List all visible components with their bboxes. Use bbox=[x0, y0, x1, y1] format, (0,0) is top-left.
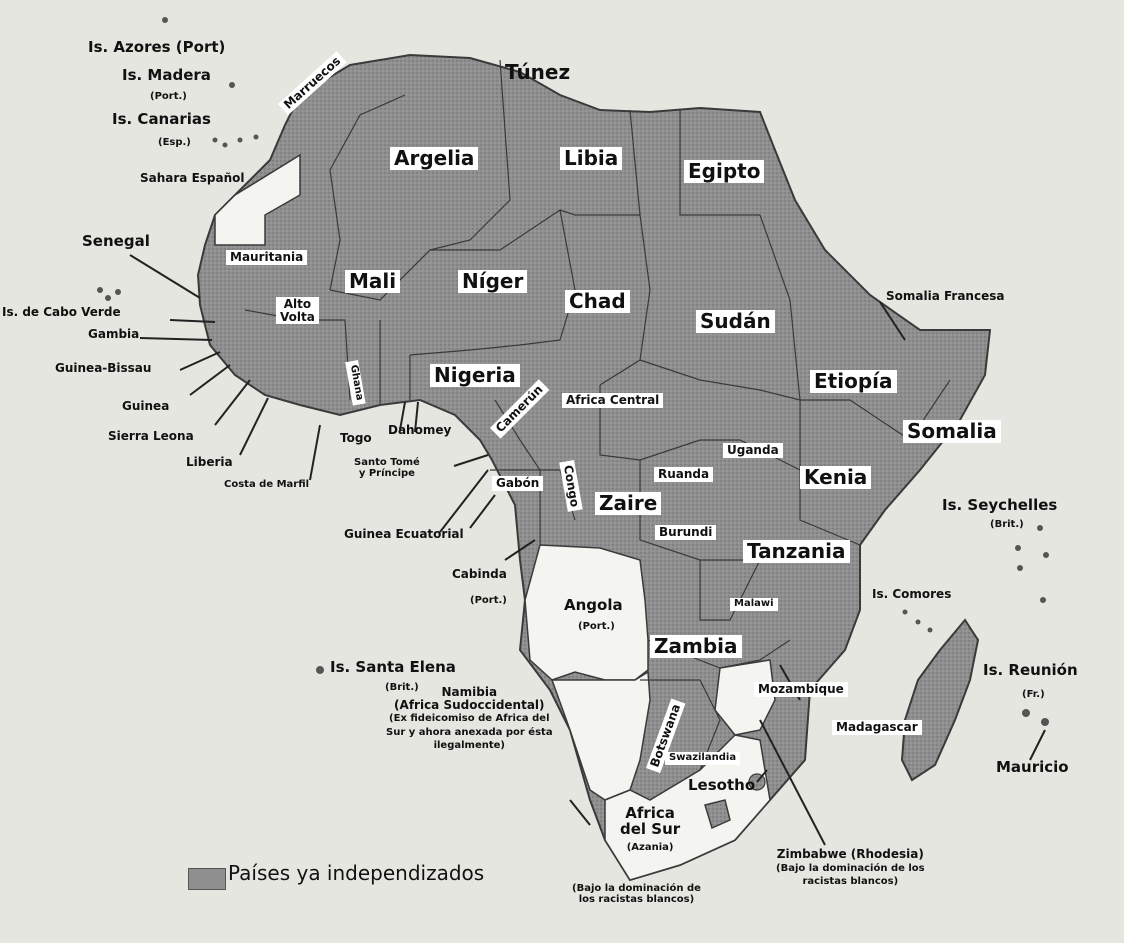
label-mozambique: Mozambique bbox=[754, 682, 848, 697]
label-ruanda: Ruanda bbox=[654, 467, 714, 482]
label-dahomey: Dahomey bbox=[388, 423, 452, 437]
lesotho-area bbox=[704, 799, 731, 830]
label-somalia: Somalia bbox=[903, 420, 1001, 443]
label-somalia-francesa: Somalia Francesa bbox=[886, 289, 1005, 303]
label-zimbabwe: Zimbabwe (Rhodesia)(Bajo la dominación d… bbox=[776, 847, 925, 888]
label-guinea: Guinea bbox=[122, 399, 170, 413]
label-sudan: Sudán bbox=[696, 310, 775, 333]
label-mauritania: Mauritania bbox=[226, 250, 308, 265]
label-togo: Togo bbox=[340, 431, 372, 445]
label-gabon: Gabón bbox=[492, 476, 544, 491]
label-madera: Is. Madera bbox=[122, 66, 211, 84]
south-africa-region bbox=[604, 734, 771, 881]
label-niger: Níger bbox=[458, 270, 528, 293]
label-argelia: Argelia bbox=[390, 147, 479, 170]
label-guinea-bissau: Guinea-Bissau bbox=[55, 361, 152, 375]
label-zambia: Zambia bbox=[650, 635, 742, 658]
label-egipto: Egipto bbox=[684, 160, 765, 183]
label-reunion: Is. Reunión bbox=[983, 661, 1078, 679]
label-cabinda-sub: (Port.) bbox=[470, 595, 507, 606]
sahara-region bbox=[214, 153, 301, 246]
label-comores: Is. Comores bbox=[872, 587, 952, 601]
label-canarias-sub: (Esp.) bbox=[158, 137, 191, 148]
label-swazilandia: Swazilandia bbox=[665, 752, 741, 765]
label-mauricio: Mauricio bbox=[996, 758, 1069, 776]
label-reunion-sub: (Fr.) bbox=[1022, 689, 1045, 700]
label-costa-marfil: Costa de Marfil bbox=[224, 479, 310, 490]
label-azores: Is. Azores (Port) bbox=[88, 38, 226, 56]
label-santa-elena: Is. Santa Elena bbox=[330, 658, 456, 676]
label-burundi: Burundi bbox=[655, 525, 717, 540]
label-angola: Angola bbox=[564, 596, 623, 614]
label-seychelles: Is. Seychelles bbox=[942, 496, 1058, 514]
label-canarias: Is. Canarias bbox=[112, 110, 211, 128]
label-malawi: Malawi bbox=[730, 598, 778, 611]
label-seychelles-sub: (Brit.) bbox=[990, 519, 1024, 530]
label-namibia: Namibia(Africa Sudoccidental)(Ex fideico… bbox=[386, 685, 553, 752]
label-santa-elena-sub: (Brit.) bbox=[385, 682, 419, 693]
legend-swatch bbox=[188, 868, 226, 890]
label-nigeria: Nigeria bbox=[430, 364, 520, 387]
country-borders bbox=[244, 59, 951, 771]
label-tunez: Túnez bbox=[505, 60, 571, 84]
label-libia: Libia bbox=[560, 147, 623, 170]
label-sierra-leona: Sierra Leona bbox=[108, 429, 194, 443]
namibia-region bbox=[550, 670, 651, 801]
label-cabinda: Cabinda bbox=[452, 567, 507, 581]
label-uganda: Uganda bbox=[723, 443, 783, 458]
legend-label: Países ya independizados bbox=[228, 861, 485, 885]
label-madagascar: Madagascar bbox=[832, 720, 922, 735]
label-zaire: Zaire bbox=[595, 492, 662, 515]
label-kenia: Kenia bbox=[800, 466, 872, 489]
label-lesotho: Lesotho bbox=[688, 776, 756, 794]
label-madera-sub: (Port.) bbox=[150, 91, 187, 102]
label-angola-sub: (Port.) bbox=[578, 621, 615, 632]
madagascar-island bbox=[900, 618, 980, 782]
label-mali: Mali bbox=[345, 270, 401, 293]
label-liberia: Liberia bbox=[186, 455, 233, 469]
islands bbox=[97, 17, 1049, 726]
label-sahara: Sahara Español bbox=[140, 171, 245, 185]
label-chad: Chad bbox=[565, 290, 630, 313]
label-senegal: Senegal bbox=[82, 232, 150, 250]
label-etiopia: Etiopía bbox=[810, 370, 897, 393]
label-gambia: Gambia bbox=[88, 327, 140, 341]
label-africa-central: Africa Central bbox=[562, 393, 664, 408]
label-cabo-verde: Is. de Cabo Verde bbox=[2, 305, 121, 319]
label-tanzania: Tanzania bbox=[743, 540, 850, 563]
label-guinea-ecuatorial: Guinea Ecuatorial bbox=[344, 527, 464, 541]
